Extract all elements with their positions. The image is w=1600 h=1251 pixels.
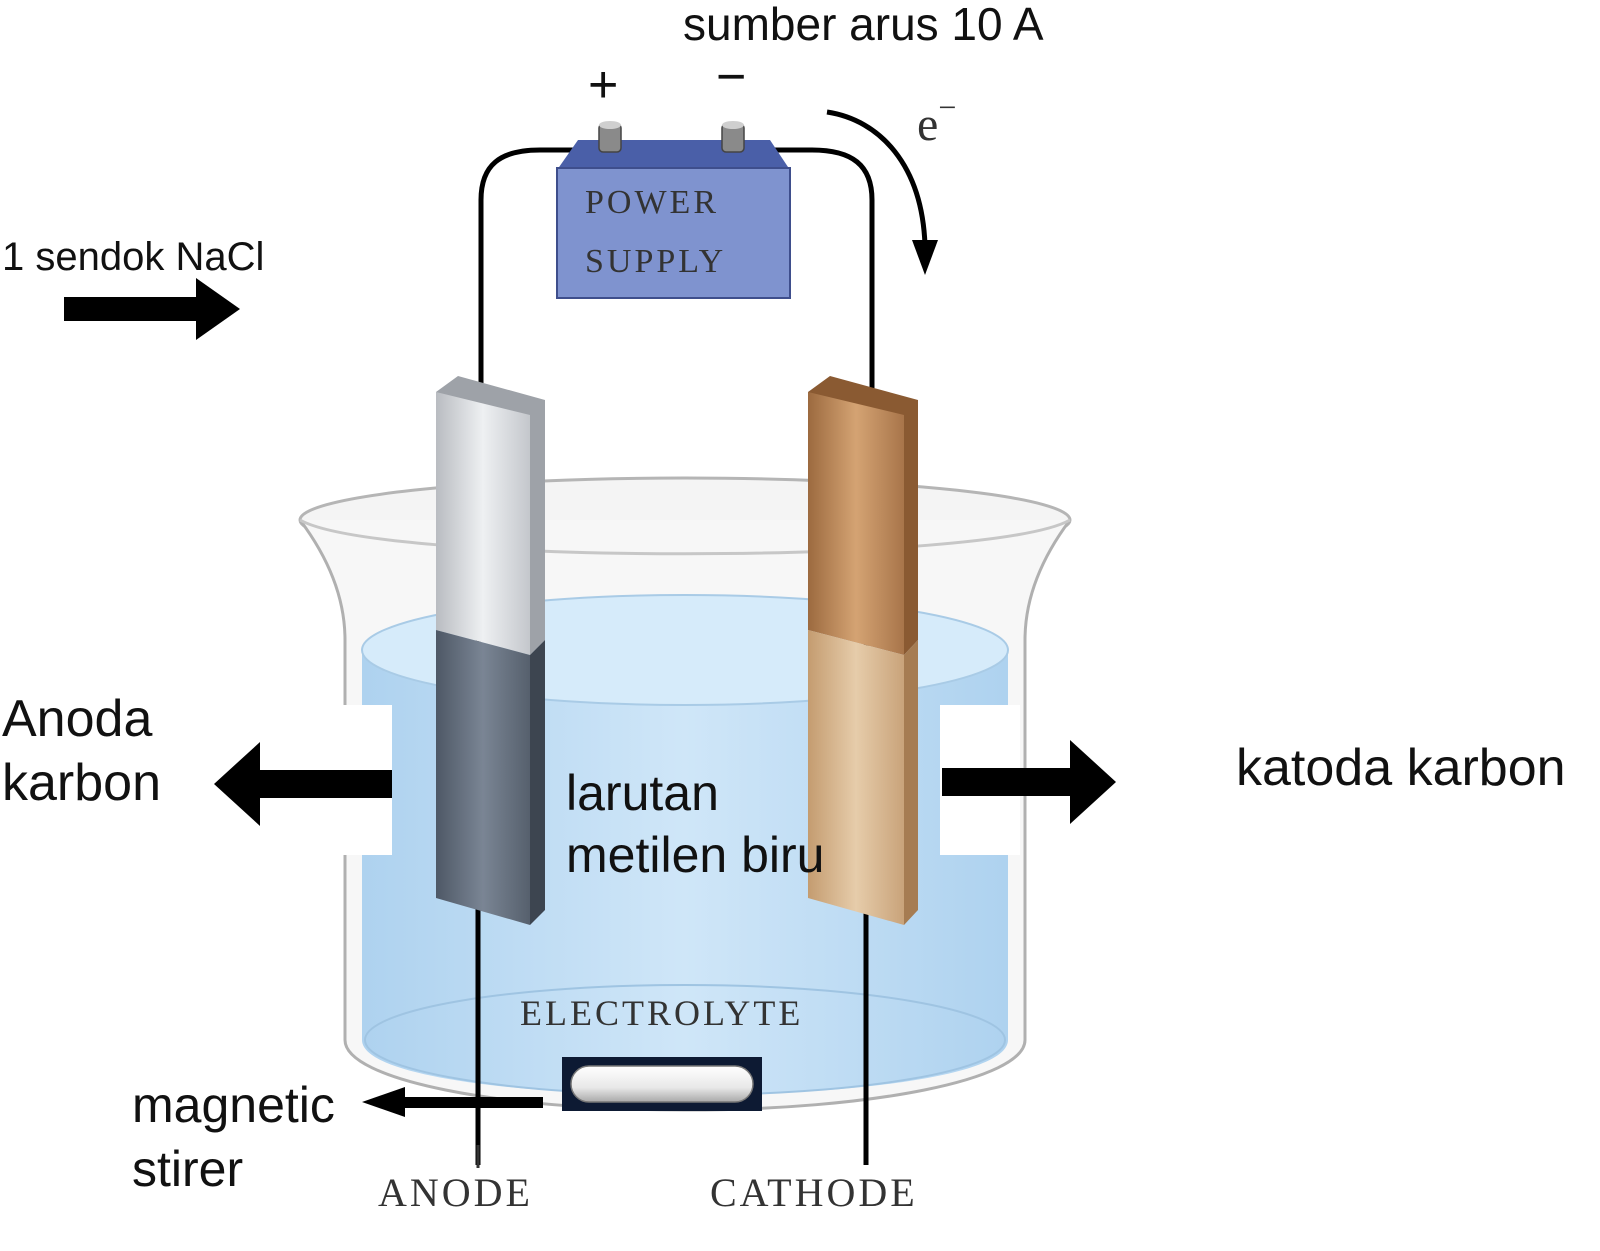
positive-terminal [598, 121, 622, 153]
anode-electrode [436, 376, 545, 925]
power-supply: POWER SUPPLY [556, 121, 791, 299]
salt-arrow [64, 278, 240, 340]
anode-caption: ANODE [378, 1170, 533, 1215]
plus-sign: + [588, 56, 618, 114]
power-supply-label-supply: SUPPLY [585, 243, 726, 280]
cathode-caption: CATHODE [710, 1170, 918, 1215]
power-source-label: sumber arus 10 A [683, 0, 1044, 50]
electron-flow-arrow [826, 109, 938, 275]
stirrer-arrow [362, 1087, 543, 1117]
power-supply-label-power: POWER [585, 184, 719, 221]
anode-label-line-2: karbon [2, 754, 161, 812]
electrolyte-caption: ELECTROLYTE [520, 993, 803, 1033]
cathode-electrode [808, 376, 918, 925]
salt-label: 1 sendok NaCl [2, 235, 264, 279]
anode-arrow [214, 742, 392, 826]
negative-terminal [721, 121, 745, 153]
electron-label: e− [917, 89, 956, 151]
solution-label-line-2: metilen biru [566, 827, 824, 883]
anode-label-line-1: Anoda [2, 690, 152, 748]
minus-sign: − [716, 48, 746, 106]
magnetic-stirrer [562, 1057, 762, 1111]
cathode-label: katoda karbon [1236, 739, 1566, 797]
cathode-arrow [942, 740, 1116, 824]
solution-label-line-1: larutan [566, 765, 719, 821]
stirrer-label-line-1: magnetic [132, 1077, 335, 1133]
stirrer-label-line-2: stirer [132, 1141, 243, 1197]
